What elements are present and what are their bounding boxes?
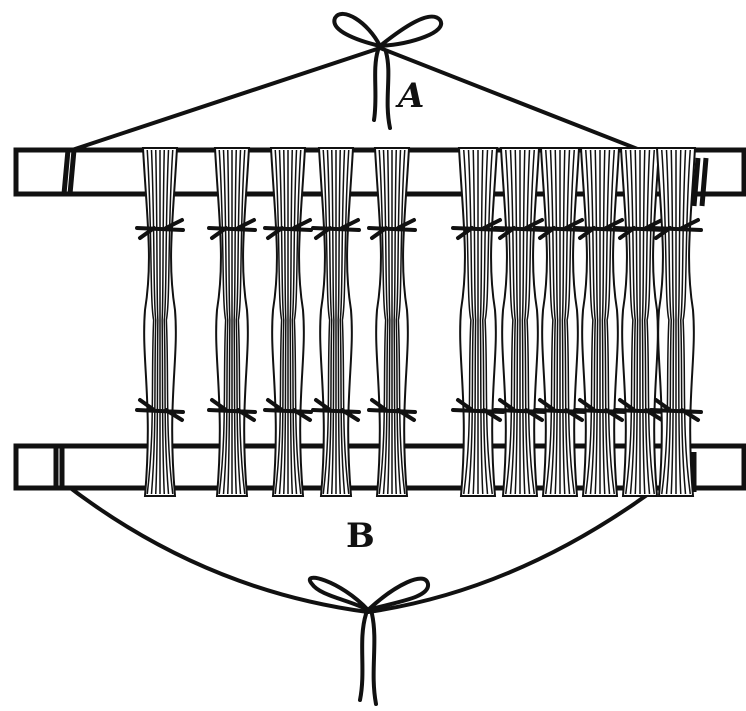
bottom-hanging-string bbox=[60, 480, 662, 704]
label-a: A bbox=[398, 76, 424, 116]
label-b: B bbox=[346, 516, 375, 556]
top-hanging-string bbox=[72, 14, 686, 168]
